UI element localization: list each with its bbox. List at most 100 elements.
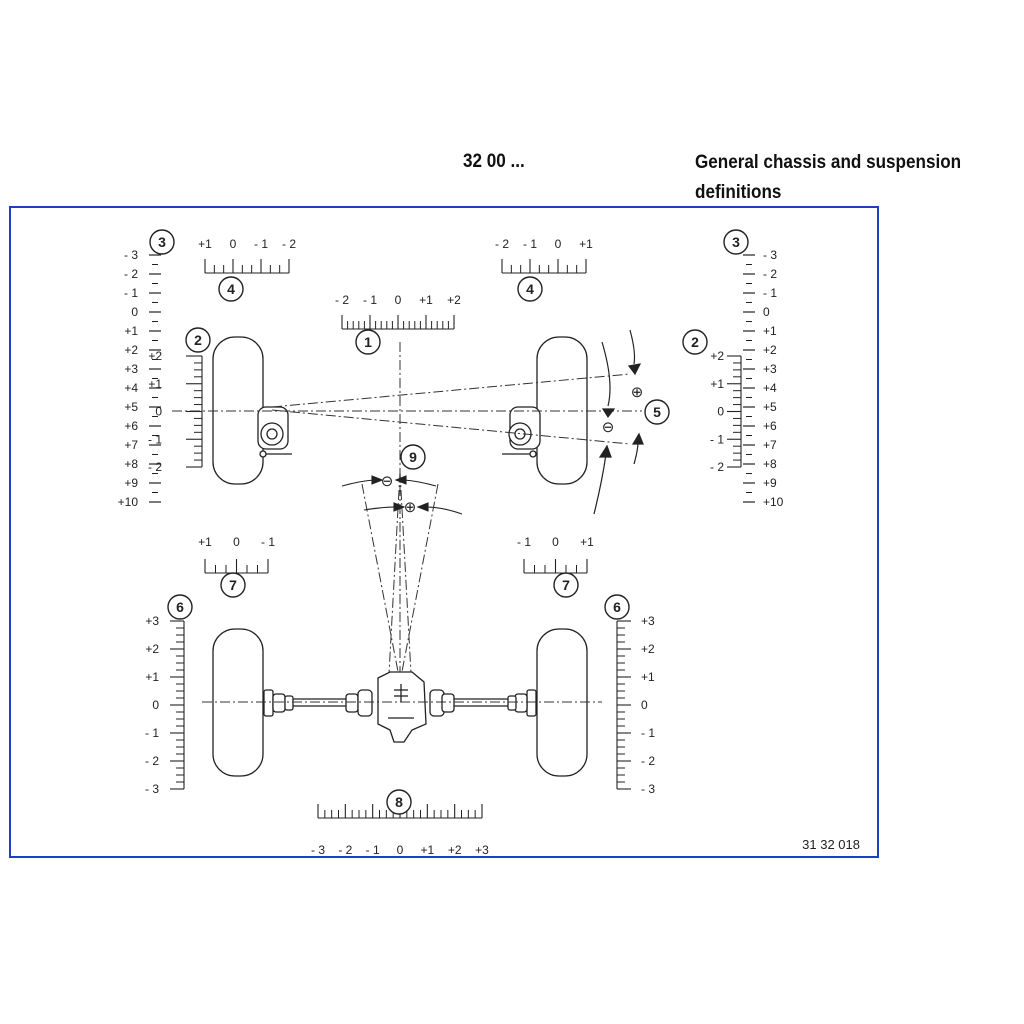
scale-label: - 3 <box>641 782 655 796</box>
scale-label: - 1 <box>710 432 724 446</box>
callout-number: 8 <box>395 794 403 810</box>
scale-label: +1 <box>710 377 724 391</box>
callout-number: 5 <box>653 404 661 420</box>
front-left-tire <box>212 336 264 485</box>
scale-label: 0 <box>152 698 159 712</box>
scale-label: - 2 <box>338 843 352 856</box>
callout-circle-7 <box>553 572 579 598</box>
scale-label: - 2 <box>124 267 138 281</box>
callout-number: 7 <box>229 577 237 593</box>
callout-number: 2 <box>194 332 202 348</box>
scale-label: +1 <box>145 670 159 684</box>
plus-sign: ⊕ <box>404 499 417 516</box>
scale-label: +2 <box>145 642 159 656</box>
scale-label: 0 <box>555 237 562 251</box>
scale-label: +4 <box>763 381 777 395</box>
scale-label: +9 <box>124 476 138 490</box>
scale-label: +3 <box>124 362 138 376</box>
callout-circle-5 <box>644 399 670 425</box>
callout-number: 3 <box>158 234 166 250</box>
scale-label: +2 <box>641 642 655 656</box>
scale-label: +2 <box>448 843 462 856</box>
callout-circle-6 <box>167 594 193 620</box>
callout-circle-3 <box>149 229 175 255</box>
scale-label: +8 <box>763 457 777 471</box>
scale-label: +2 <box>148 349 162 363</box>
scale-label: - 1 <box>261 535 275 549</box>
scale-label: - 2 <box>710 460 724 474</box>
section-code: 32 00 ... <box>463 151 525 172</box>
callout-number: 2 <box>691 334 699 350</box>
callout-circle-4 <box>517 276 543 302</box>
callout-circle-4 <box>218 276 244 302</box>
callout-circle-7 <box>220 572 246 598</box>
callout-circle-1 <box>355 329 381 355</box>
scale-label: - 1 <box>763 286 777 300</box>
callout-circle-2 <box>682 329 708 355</box>
scale-label: - 2 <box>763 267 777 281</box>
callout-circle-2 <box>185 327 211 353</box>
scale-label: 0 <box>131 305 138 319</box>
scale-label: +3 <box>145 614 159 628</box>
scale-label: - 1 <box>148 432 162 446</box>
scale-label: +1 <box>198 237 212 251</box>
callout-number: 1 <box>364 334 372 350</box>
scale-label: - 2 <box>495 237 509 251</box>
scale-label: +7 <box>124 438 138 452</box>
scale-label: +2 <box>124 343 138 357</box>
figure-number: 31 32 018 <box>802 837 860 852</box>
scale-label: 0 <box>397 843 404 856</box>
scale-label: - 2 <box>282 237 296 251</box>
scale-label: +3 <box>641 614 655 628</box>
page-title: General chassis and suspension definitio… <box>695 152 962 203</box>
scale-label: - 3 <box>145 782 159 796</box>
scale-label: +10 <box>763 495 784 509</box>
callout-number: 6 <box>176 599 184 615</box>
scale-label: - 3 <box>124 248 138 262</box>
front-right-tire <box>536 336 588 485</box>
scale-label: +1 <box>579 237 593 251</box>
scale-label: 0 <box>763 305 770 319</box>
scale-label: 0 <box>155 405 162 419</box>
scale-label: +6 <box>763 419 777 433</box>
scale-label: 0 <box>552 535 559 549</box>
scale-label: +5 <box>763 400 777 414</box>
scale-label: +1 <box>763 324 777 338</box>
scale-label: - 1 <box>124 286 138 300</box>
plus-sign: ⊕ <box>631 384 644 401</box>
scale-label: - 3 <box>763 248 777 262</box>
scale-label: - 2 <box>148 460 162 474</box>
scale-label: +6 <box>124 419 138 433</box>
scale-label: - 1 <box>254 237 268 251</box>
scale-label: +5 <box>124 400 138 414</box>
scale-label: +2 <box>710 349 724 363</box>
minus-sign: ⊖ <box>602 419 615 436</box>
scale-label: +8 <box>124 457 138 471</box>
callout-number: 3 <box>732 234 740 250</box>
scale-label: - 1 <box>363 293 377 307</box>
scale-label: +7 <box>763 438 777 452</box>
minus-sign: ⊖ <box>381 473 394 490</box>
scale-label: - 1 <box>641 726 655 740</box>
scale-label: - 2 <box>145 754 159 768</box>
scale-label: 0 <box>717 405 724 419</box>
scale-label: +1 <box>580 535 594 549</box>
scale-label: +1 <box>420 843 434 856</box>
scale-label: +4 <box>124 381 138 395</box>
scale-label: - 1 <box>366 843 380 856</box>
callout-number: 9 <box>409 449 417 465</box>
scale-label: +3 <box>763 362 777 376</box>
callout-number: 6 <box>613 599 621 615</box>
scale-label: - 1 <box>145 726 159 740</box>
scale-label: - 1 <box>523 237 537 251</box>
differential <box>377 671 427 743</box>
scale-label: +3 <box>475 843 489 856</box>
callout-number: 7 <box>562 577 570 593</box>
scale-label: +1 <box>641 670 655 684</box>
callout-circle-6 <box>604 594 630 620</box>
scale-label: +2 <box>763 343 777 357</box>
callout-number: 4 <box>526 281 534 297</box>
